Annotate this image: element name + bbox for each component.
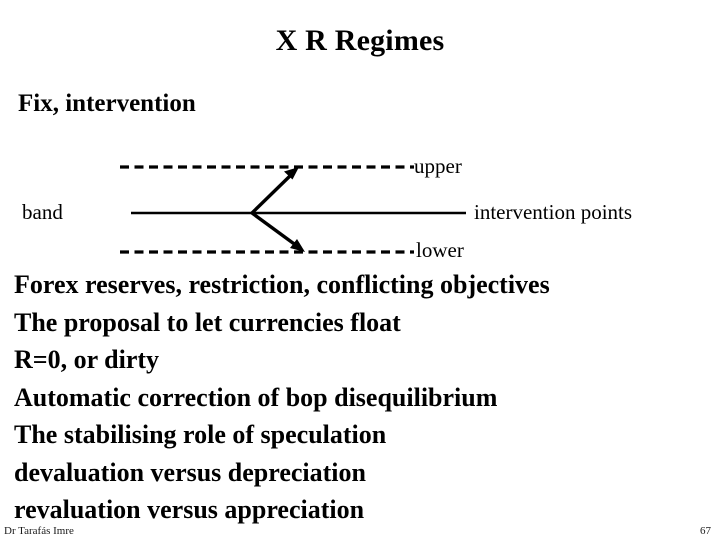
body-line: The stabilising role of speculation xyxy=(14,420,387,449)
body-line: R=0, or dirty xyxy=(14,345,160,374)
body-line: The proposal to let currencies float xyxy=(14,307,401,337)
diagram-label-intervention-points: intervention points xyxy=(474,200,633,224)
exchange-rate-band-diagram: band upper lower intervention points xyxy=(0,145,720,270)
slide-body-text: Forex reserves, restriction, conflicting… xyxy=(14,266,714,529)
footer-author: Dr Tarafás Imre xyxy=(4,525,74,537)
diagram-label-band: band xyxy=(22,200,63,224)
downward-intervention-arrow xyxy=(250,211,305,252)
body-line: devaluation versus depreciation xyxy=(14,457,366,487)
body-line: Automatic correction of bop disequilibri… xyxy=(14,382,498,412)
slide-subtitle: Fix, intervention xyxy=(18,90,196,117)
upward-intervention-arrow xyxy=(250,167,299,215)
diagram-label-lower: lower xyxy=(416,238,464,262)
body-line: Forex reserves, restriction, conflicting… xyxy=(14,270,550,299)
page-title: X R Regimes xyxy=(275,24,445,57)
body-line: revaluation versus appreciation xyxy=(14,495,365,524)
diagram-label-upper: upper xyxy=(414,154,462,178)
footer-page-number: 67 xyxy=(700,525,711,537)
